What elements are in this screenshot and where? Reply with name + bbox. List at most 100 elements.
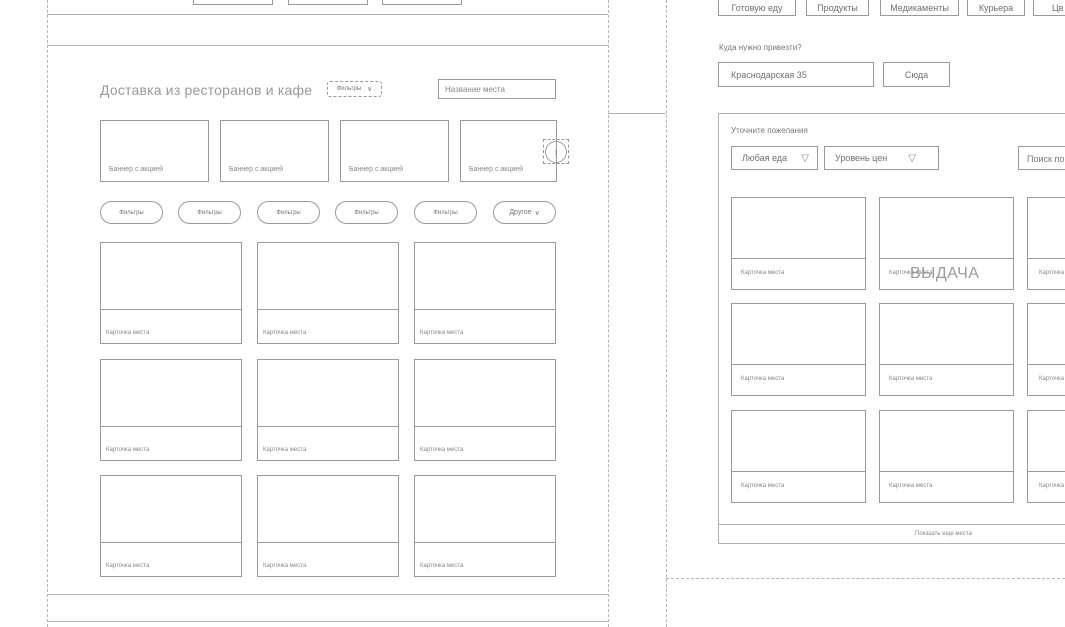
price-level-value: Уровень цен: [835, 153, 888, 163]
promo-banner-label: Баннер с акцией: [109, 166, 164, 173]
place-card-label: Карточка: [1039, 270, 1065, 276]
place-search-placeholder: Название места: [445, 85, 505, 94]
place-card-label: Карточка места: [263, 563, 307, 569]
price-level-select[interactable]: Уровень цен ▽: [824, 146, 939, 170]
category-tab-label: Продукты: [817, 3, 858, 13]
place-card-label: Карточка места: [420, 563, 464, 569]
place-card-label: Карточка места: [741, 376, 785, 382]
place-card-label: Карточка места: [106, 330, 150, 336]
promo-banner[interactable]: Баннер с акцией: [100, 120, 209, 182]
place-card-label: Карточка места: [741, 483, 785, 489]
place-card-label: Карточка места: [420, 330, 464, 336]
promo-banner[interactable]: Баннер с акцией: [460, 120, 557, 182]
place-card-label: Карточка места: [106, 447, 150, 453]
place-card[interactable]: Карточка: [1027, 410, 1065, 503]
food-type-select[interactable]: Любая еда ▽: [731, 146, 818, 170]
place-card[interactable]: Карточка места: [879, 197, 1014, 290]
chevron-down-icon: ∨: [534, 209, 540, 217]
footer-bottom-divider: [47, 621, 608, 622]
place-card[interactable]: Карточка места: [414, 475, 556, 577]
confirm-address-label: Сюда: [904, 69, 929, 80]
place-card-label: Карточка: [1039, 483, 1065, 489]
filter-chip[interactable]: Фильтры: [414, 201, 477, 224]
footer-divider: [47, 594, 608, 595]
category-tab-label: Медикаменты: [890, 3, 949, 13]
place-search-input[interactable]: Название места: [438, 79, 556, 99]
place-card[interactable]: Карточка: [1027, 303, 1065, 396]
left-frame-right-edge: [608, 0, 609, 627]
category-tab-label: Курьера: [978, 3, 1014, 13]
category-tab[interactable]: Готовую еду: [718, 0, 796, 16]
food-type-value: Любая еда: [742, 153, 788, 163]
place-card[interactable]: Карточка места: [731, 410, 866, 503]
category-tab-label: Готовую еду: [731, 3, 783, 13]
filter-chip-label: Другое: [509, 209, 532, 216]
triangle-down-icon: ▽: [801, 152, 809, 164]
filter-chip-label: Фильтры: [354, 209, 379, 216]
more-filters-chip[interactable]: Другое ∨: [493, 201, 556, 224]
place-card[interactable]: Карточка места: [100, 242, 242, 344]
category-tab-label: Цв: [1052, 3, 1064, 13]
place-card[interactable]: Карточка места: [257, 242, 399, 344]
filter-chip-label: Фильтры: [276, 209, 301, 216]
filter-chip-label: Фильтры: [433, 209, 458, 216]
place-card[interactable]: Карточка места: [879, 410, 1014, 503]
place-card[interactable]: Карточка места: [100, 475, 242, 577]
promo-banner[interactable]: Баннер с акцией: [340, 120, 449, 182]
filters-label: Фильтры: [336, 86, 362, 92]
left-frame-left-edge: [47, 0, 48, 627]
place-card[interactable]: Карточка места: [257, 475, 399, 577]
header-tab-2[interactable]: [288, 0, 368, 5]
address-value: Краснодарская 35: [731, 70, 807, 80]
chevron-down-icon: ∨: [367, 86, 373, 93]
section-title: Доставка из ресторанов и кафе: [100, 82, 313, 98]
category-tab[interactable]: Продукты: [806, 0, 869, 16]
place-card[interactable]: Карточка места: [879, 303, 1014, 396]
place-card-label: Карточка места: [420, 447, 464, 453]
place-card[interactable]: Карточка: [1027, 197, 1065, 290]
place-card[interactable]: Карточка места: [731, 303, 866, 396]
header-divider: [47, 14, 608, 15]
filters-dropdown[interactable]: Фильтры ∨: [327, 81, 382, 97]
place-card-label: Карточка места: [741, 270, 785, 276]
header-tab-3[interactable]: [382, 0, 462, 5]
promo-banner[interactable]: Баннер с акцией: [220, 120, 329, 182]
subheader-divider: [47, 45, 608, 46]
filter-chip[interactable]: Фильтры: [178, 201, 241, 224]
place-card-label: Карточка места: [889, 376, 933, 382]
filter-chip[interactable]: Фильтры: [335, 201, 398, 224]
place-card-label: Карточка места: [106, 563, 150, 569]
place-card-label: Карточка: [1039, 376, 1065, 382]
carousel-next-button[interactable]: ›: [543, 139, 569, 164]
place-card[interactable]: Карточка места: [731, 197, 866, 290]
category-tab[interactable]: Медикаменты: [880, 0, 959, 16]
place-card[interactable]: Карточка места: [257, 359, 399, 461]
place-card-label: Карточка места: [263, 447, 307, 453]
promo-banner-label: Баннер с акцией: [469, 166, 524, 173]
address-input[interactable]: Краснодарская 35: [718, 62, 874, 87]
show-more-link[interactable]: Показать еще места: [915, 531, 972, 537]
triangle-down-icon: ▽: [908, 152, 916, 164]
panel-search-placeholder: Поиск по: [1027, 154, 1065, 164]
filter-chip[interactable]: Фильтры: [100, 201, 163, 224]
place-card-label: Карточка места: [263, 330, 307, 336]
connector-line: [608, 113, 666, 114]
place-card[interactable]: Карточка места: [100, 359, 242, 461]
place-card[interactable]: Карточка места: [414, 359, 556, 461]
header-tab-1[interactable]: [193, 0, 273, 5]
confirm-address-button[interactable]: Сюда: [883, 62, 950, 87]
place-card-label: Карточка места: [889, 270, 933, 276]
place-card[interactable]: Карточка места: [414, 242, 556, 344]
preferences-panel: [718, 113, 1065, 543]
results-stamp: ВЫДАЧА: [910, 265, 980, 282]
address-label: Куда нужно привезти?: [719, 43, 802, 52]
promo-banner-label: Баннер с акцией: [349, 166, 404, 173]
category-tab[interactable]: Цв: [1033, 0, 1065, 16]
panel-search-input[interactable]: Поиск по: [1018, 146, 1065, 170]
filter-chip[interactable]: Фильтры: [257, 201, 320, 224]
show-more-divider: [718, 524, 1065, 525]
category-tab[interactable]: Курьера: [967, 0, 1025, 16]
preferences-title: Уточните пожелания: [731, 126, 808, 135]
filter-chip-label: Фильтры: [197, 209, 222, 216]
promo-banner-label: Баннер с акцией: [229, 166, 284, 173]
